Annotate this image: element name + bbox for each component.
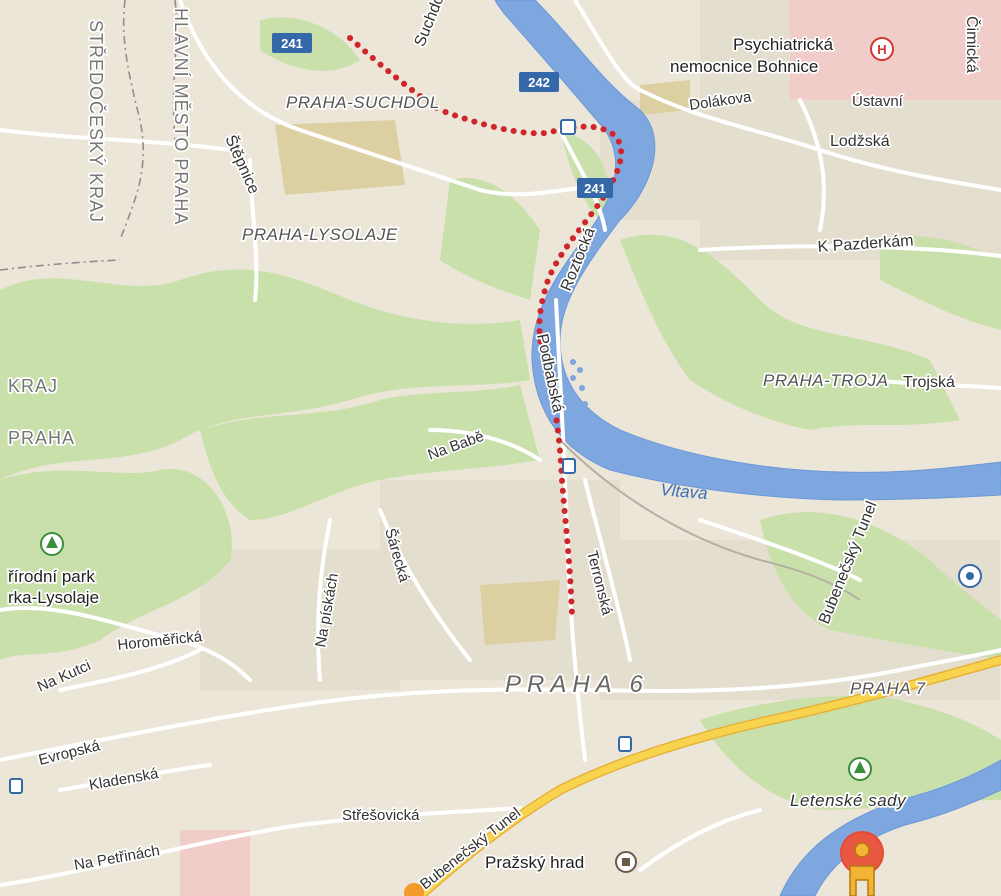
label-rka-lysolaje: rka-Lysolaje bbox=[8, 588, 99, 607]
label-kraj-fragment: KRAJ bbox=[8, 376, 58, 396]
label-stredocesky-kraj: STŘEDOČESKÝ KRAJ bbox=[86, 20, 107, 223]
svg-text:242: 242 bbox=[528, 75, 550, 90]
label-ustavni: Ústavní bbox=[852, 93, 904, 110]
transit-stop-icon[interactable] bbox=[618, 736, 632, 752]
vltava-channel bbox=[574, 438, 1001, 489]
route-badge-242: 242 bbox=[519, 72, 559, 92]
label-stresovicka: Střešovická bbox=[342, 807, 420, 824]
route-badge-241-north: 241 bbox=[272, 33, 312, 53]
label-vltava: Vltava bbox=[660, 480, 709, 503]
hospital-icon[interactable]: H bbox=[870, 37, 894, 61]
label-praha-6: PRAHA 6 bbox=[505, 671, 649, 698]
label-lodzska: Lodžská bbox=[830, 133, 890, 150]
label-praha-fragment: PRAHA bbox=[8, 428, 75, 448]
orange-marker-icon[interactable] bbox=[404, 883, 424, 896]
label-cimicka: Čimická bbox=[963, 16, 982, 73]
label-praha-suchdol: PRAHA-SUCHDOL bbox=[286, 93, 440, 112]
label-prirodni-park: řírodní park bbox=[8, 567, 95, 586]
label-praha-troja: PRAHA-TROJA bbox=[763, 371, 888, 390]
svg-text:241: 241 bbox=[281, 36, 303, 51]
transit-stop-icon[interactable] bbox=[562, 458, 576, 474]
route-badge-241-south: 241 bbox=[577, 178, 613, 198]
marina-dots bbox=[570, 359, 623, 451]
museum-icon[interactable] bbox=[958, 564, 982, 588]
label-praha-7: PRAHA 7 bbox=[850, 679, 926, 698]
park-tree-icon[interactable] bbox=[848, 757, 872, 781]
hospital-area bbox=[790, 0, 1001, 100]
svg-text:241: 241 bbox=[584, 181, 606, 196]
label-prazsky-hrad: Pražský hrad bbox=[485, 853, 584, 872]
admin-boundaries bbox=[0, 0, 178, 271]
route-line bbox=[347, 35, 625, 618]
label-letenske-sady: Letenské sady bbox=[790, 791, 907, 810]
vltava-river bbox=[494, 0, 1001, 501]
label-nemocnice-bohnice: nemocnice Bohnice bbox=[670, 57, 818, 76]
transit-stop-icon[interactable] bbox=[560, 119, 576, 135]
railway bbox=[559, 439, 861, 601]
label-trojska: Trojská bbox=[903, 374, 955, 391]
park-tree-icon[interactable] bbox=[40, 532, 64, 556]
label-praha-lysolaje: PRAHA-LYSOLAJE bbox=[242, 225, 398, 244]
transit-stop-icon[interactable] bbox=[9, 778, 23, 794]
label-hlavni-mesto-praha: HLAVNÍ MĚSTO PRAHA bbox=[171, 8, 191, 225]
castle-icon[interactable] bbox=[615, 851, 637, 873]
pegman-icon[interactable] bbox=[840, 831, 884, 896]
label-psychiatricka: Psychiatrická bbox=[733, 35, 834, 54]
park-areas bbox=[0, 17, 1001, 810]
svg-text:H: H bbox=[877, 42, 886, 57]
